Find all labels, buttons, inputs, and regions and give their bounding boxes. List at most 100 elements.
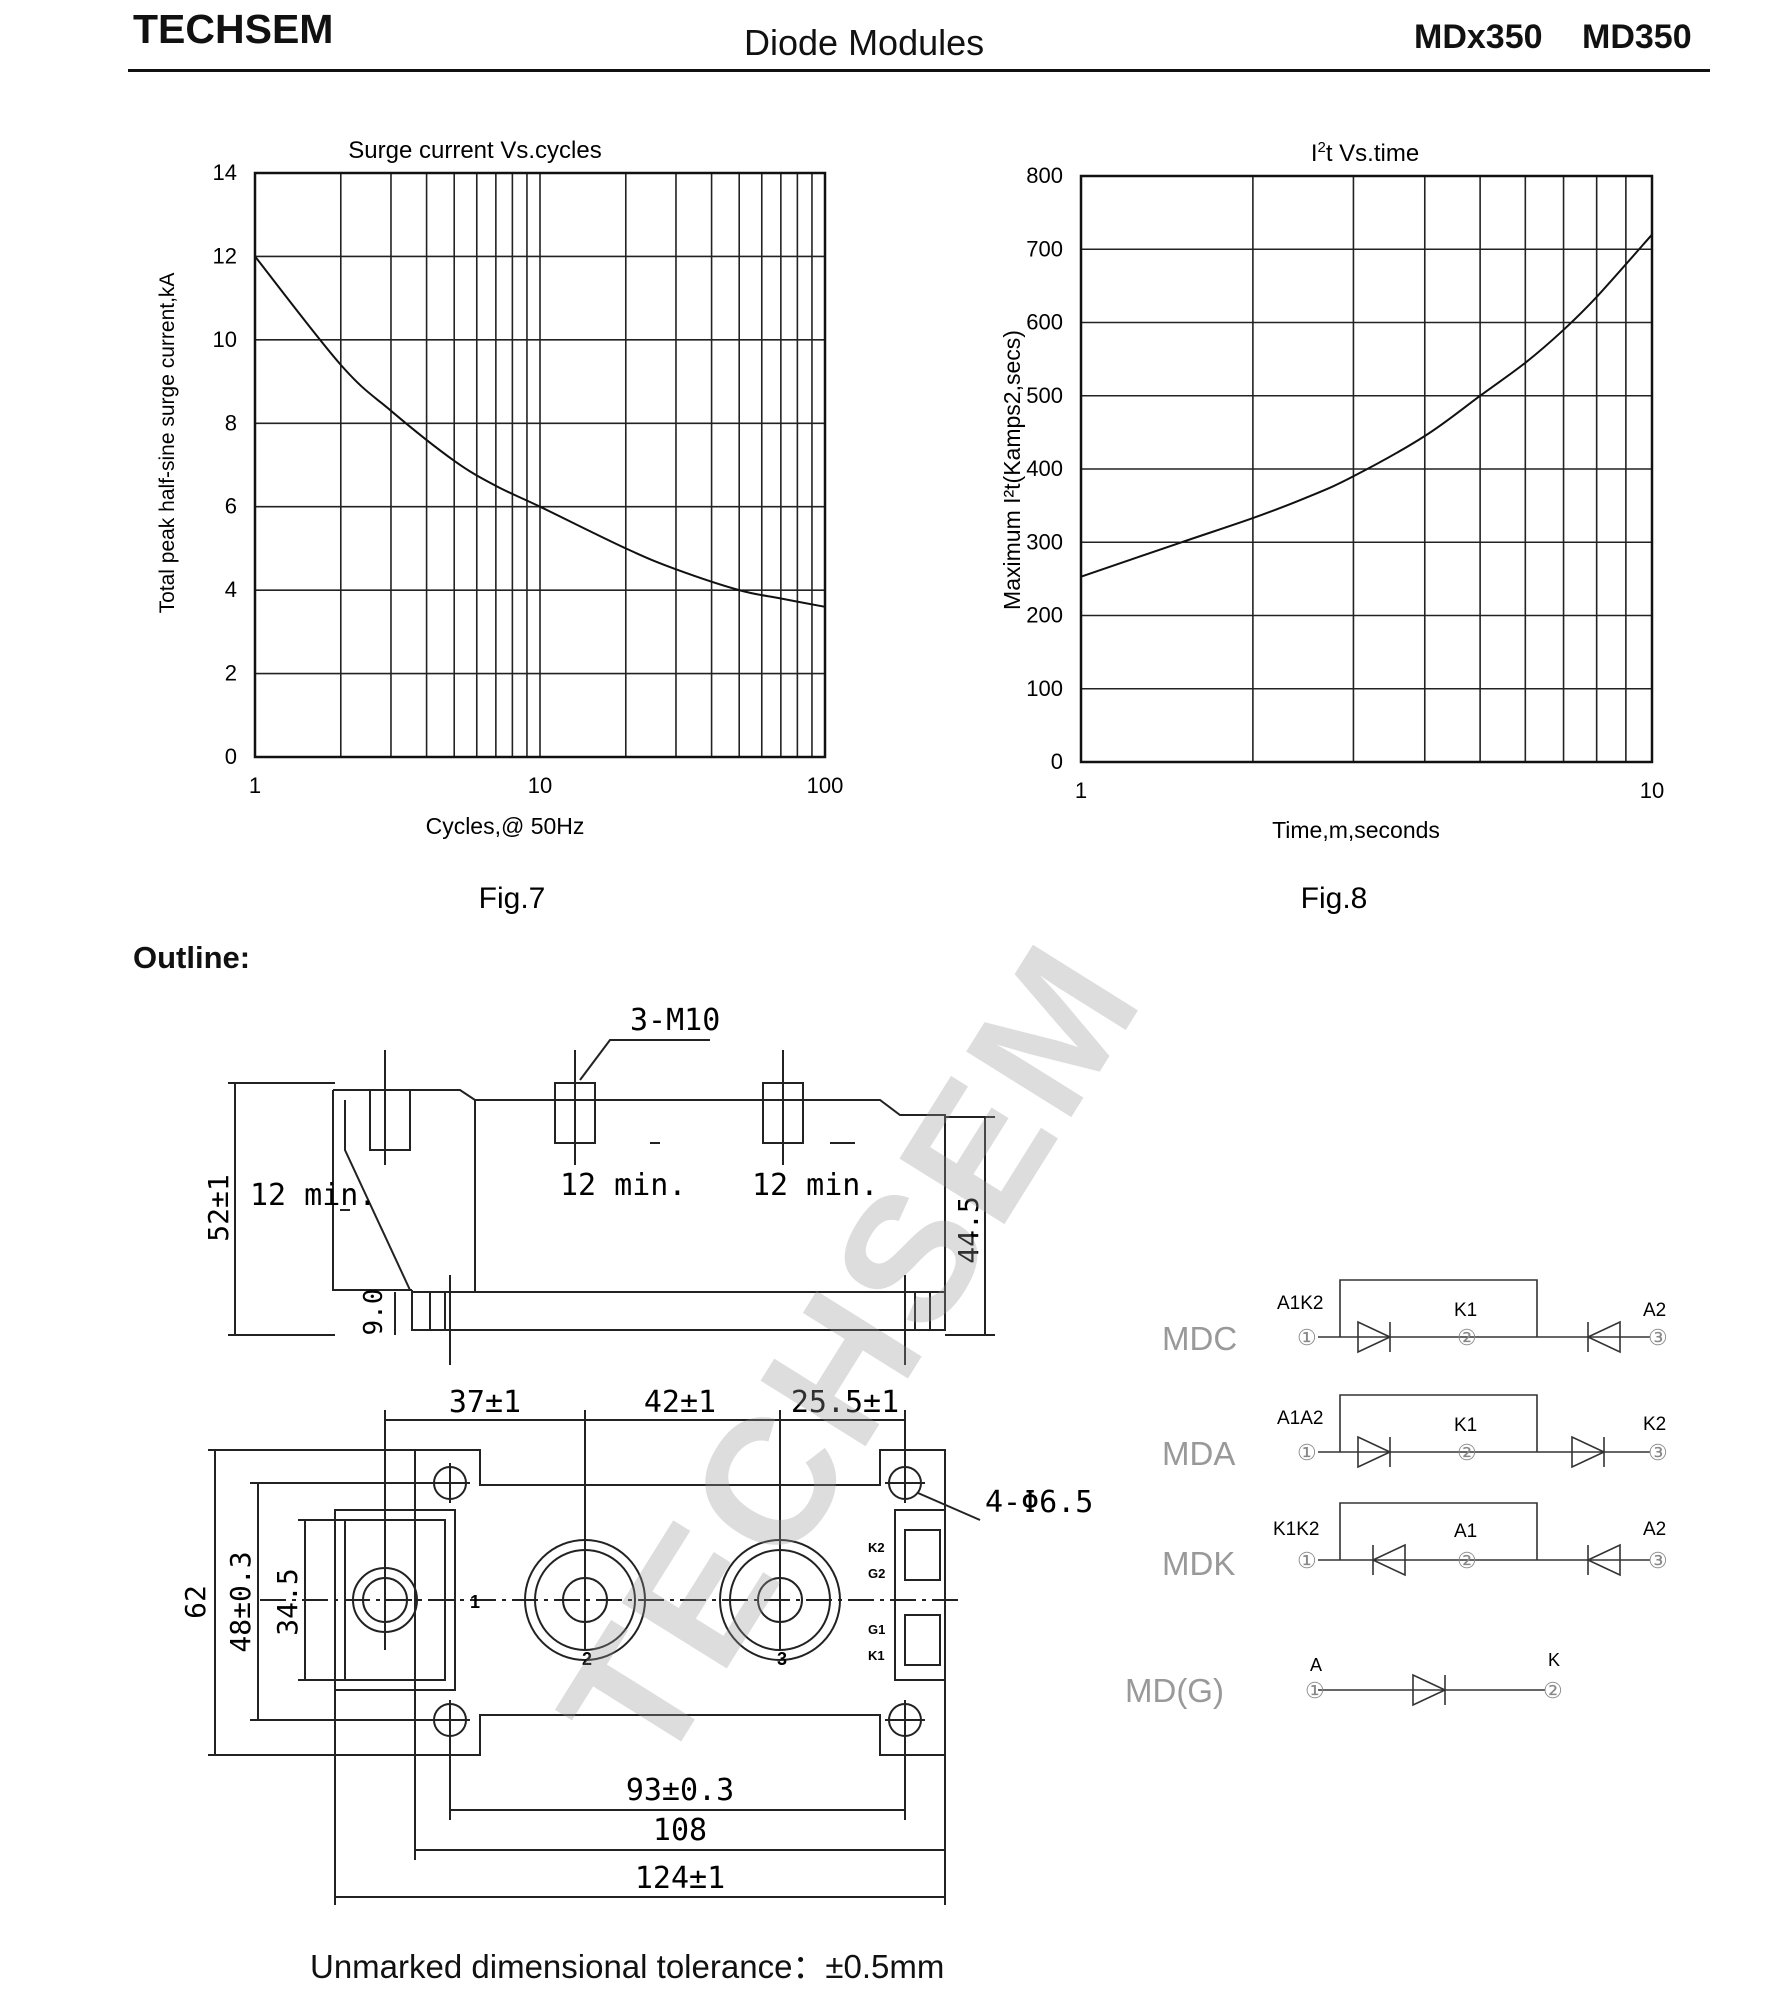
dim-min-c: 12 min. [752,1168,878,1203]
fig7-y-tick-label: 4 [225,577,237,602]
mdk-pin-1: ① [1297,1548,1317,1573]
circuit-labels: MDC MDA MDK MD(G) A1K2 K1 A2 A1A2 K1 K2 … [1125,1293,1668,1709]
outline-drawing: 3-M10 12 min. 12 min. 12 min. 52±1 9.0 4… [179,1003,1093,1905]
circuit-mdc [1318,1279,1650,1354]
outline-heading: Outline: [133,940,251,975]
fig8-x-tick-labels: 1 10 [1075,778,1664,803]
header: TECHSEM Diode Modules MDx350 MD350 [0,0,1780,80]
mdg-left: A [1310,1655,1322,1675]
fig8-grid [1081,176,1652,762]
fig7-y-tick-label: 8 [225,410,237,435]
mda-pin-1: ① [1297,1440,1317,1465]
dim-min-a: 12 min. [250,1178,376,1213]
fig8-y-tick-label: 0 [1051,749,1063,774]
mda-right: K2 [1643,1414,1666,1435]
fig8-title-sup: 2 [1317,139,1325,156]
mdc-pin-3: ③ [1648,1325,1668,1350]
fig8-y-tick-label: 800 [1026,163,1063,188]
dim-124: 124±1 [635,1861,725,1896]
dim-62: 62 [179,1585,212,1619]
mdg-pin-1: ① [1305,1678,1325,1703]
fig7-x-tick-labels: 1 10 100 [249,773,843,798]
fig8-y-axis-label: Maximum I²t(Kamps2,secs) [999,330,1025,610]
dim-34-5: 34.5 [271,1568,304,1635]
mda-pin-3: ③ [1648,1440,1668,1465]
circuit-diagrams: MDC MDA MDK MD(G) A1K2 K1 A2 A1A2 K1 K2 … [1125,1279,1668,1709]
circuit-mdg [1318,1673,1545,1707]
fig7-y-tick-label: 12 [213,243,237,268]
pin-label-k2: K2 [868,1540,885,1555]
mdk-pin-3: ③ [1648,1548,1668,1573]
dim-48: 48±0.3 [224,1551,257,1652]
top-view [208,1410,981,1905]
side-view [228,1039,995,1365]
fig8-y-tick-label: 600 [1026,310,1063,335]
dim-thread: 3-M10 [630,1003,720,1038]
mdg-pin-2: ② [1543,1678,1563,1703]
fig7-series-line [254,255,826,608]
terminal-label-2: 2 [582,1649,592,1669]
fig7-x-tick-label: 1 [249,773,261,798]
mdc-right: A2 [1643,1300,1666,1321]
mdc-pin-1: ① [1297,1325,1317,1350]
dim-93: 93±0.3 [626,1773,734,1808]
dim-min-b: 12 min. [560,1168,686,1203]
dim-inner-h: 44.5 [952,1196,985,1263]
circuit-name-mdc: MDC [1162,1320,1237,1357]
fig7-y-tick-label: 0 [225,744,237,769]
fig8-x-axis-label: Time,m,seconds [1272,817,1440,843]
fig8-y-tick-label: 400 [1026,456,1063,481]
circuit-name-mda: MDA [1162,1435,1235,1472]
model-number-a: MDx350 [1414,18,1543,56]
fig8-title-suffix: t Vs.time [1326,140,1419,167]
fig8-y-tick-label: 200 [1026,603,1063,628]
fig7-x-tick-label: 10 [528,773,552,798]
fig7-grid [255,173,825,757]
mdk-mid: A1 [1454,1521,1477,1542]
brand-logo: TECHSEM [133,6,334,52]
fig7-caption: Fig.7 [479,882,546,915]
fig8-series-line [1080,233,1653,578]
dim-base: 9.0 [359,1289,389,1336]
model-number-b: MD350 [1582,18,1692,56]
pin-label-k1: K1 [868,1648,885,1663]
fig8-plot-frame [1079,174,1654,764]
document-title: Diode Modules [744,22,985,63]
fig7-x-axis-label: Cycles,@ 50Hz [426,813,585,839]
circuit-name-mdg: MD(G) [1125,1672,1224,1709]
fig7-title: Surge current Vs.cycles [348,137,601,164]
fig7-y-axis-label: Total peak half-sine surge current,kA [156,273,179,614]
tolerance-note: Unmarked dimensional tolerance：±0.5mm [310,1948,945,1985]
dimension-labels: 3-M10 12 min. 12 min. 12 min. 52±1 9.0 4… [179,1003,1093,1896]
circuit-name-mdk: MDK [1162,1545,1235,1582]
mdk-pin-2: ② [1457,1548,1477,1573]
mdk-left: K1K2 [1273,1519,1319,1540]
pin-label-g1: G1 [868,1622,885,1637]
mdc-mid: K1 [1454,1300,1477,1321]
terminal-label-3: 3 [777,1649,787,1669]
dim-25-5: 25.5±1 [791,1385,899,1420]
fig7-x-tick-label: 100 [807,773,844,798]
fig8-x-tick-label: 10 [1640,778,1664,803]
fig7-y-tick-label: 6 [225,494,237,519]
fig8-y-tick-label: 300 [1026,529,1063,554]
fig7-y-tick-label: 10 [213,327,237,352]
header-rule [128,69,1710,72]
fig8-title-prefix: I [1311,140,1318,167]
terminal-label-1: 1 [470,1592,480,1612]
dim-108: 108 [653,1813,707,1848]
dim-holes: 4-Φ6.5 [985,1485,1093,1520]
pin-label-g2: G2 [868,1566,885,1581]
fig8-y-tick-label: 100 [1026,676,1063,701]
dim-height: 52±1 [202,1174,235,1241]
circuit-mda [1318,1394,1650,1469]
fig7-y-tick-label: 2 [225,661,237,686]
fig8-title: I2t Vs.time [1311,139,1419,167]
fig8-y-tick-label: 700 [1026,236,1063,261]
mdc-pin-2: ② [1457,1325,1477,1350]
fig8-x-tick-label: 1 [1075,778,1087,803]
mda-mid: K1 [1454,1415,1477,1436]
